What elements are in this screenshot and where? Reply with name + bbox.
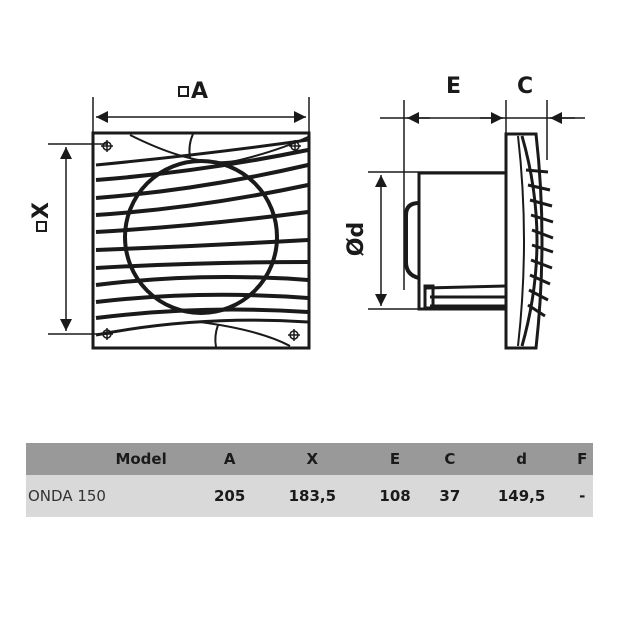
front-view bbox=[48, 97, 311, 350]
header-d: d bbox=[516, 450, 527, 468]
dimension-label-c: C bbox=[517, 74, 534, 99]
table-header-row: Model A X E C d F bbox=[26, 443, 593, 475]
header-model: Model bbox=[115, 450, 167, 468]
dimension-label-x: X bbox=[28, 202, 54, 232]
cell-a: 205 bbox=[213, 487, 246, 505]
label-a-text: A bbox=[191, 79, 209, 104]
dimension-label-e: E bbox=[446, 74, 462, 99]
header-a: A bbox=[223, 450, 236, 468]
cell-model: ONDA 150 bbox=[28, 487, 106, 505]
label-x-text: X bbox=[28, 202, 54, 219]
cell-d: 149,5 bbox=[497, 487, 546, 505]
dimension-label-d: Ød bbox=[344, 221, 370, 257]
cell-f: - bbox=[579, 487, 586, 505]
header-f: F bbox=[577, 450, 588, 468]
dimensions-table: Model A X E C d F ONDA 150 205 183,5 108… bbox=[26, 443, 593, 517]
square-symbol-icon bbox=[178, 86, 189, 97]
dimension-label-a: A bbox=[178, 81, 208, 103]
header-x: X bbox=[306, 450, 319, 468]
cell-c: 37 bbox=[439, 487, 461, 505]
cell-e: 108 bbox=[379, 487, 411, 505]
table-row: ONDA 150 205 183,5 108 37 149,5 - bbox=[26, 475, 593, 517]
header-e: E bbox=[389, 450, 401, 468]
technical-drawing bbox=[48, 97, 585, 350]
side-view bbox=[368, 100, 585, 350]
cell-x: 183,5 bbox=[288, 487, 337, 505]
header-c: C bbox=[444, 450, 456, 468]
square-symbol-icon bbox=[35, 220, 47, 232]
